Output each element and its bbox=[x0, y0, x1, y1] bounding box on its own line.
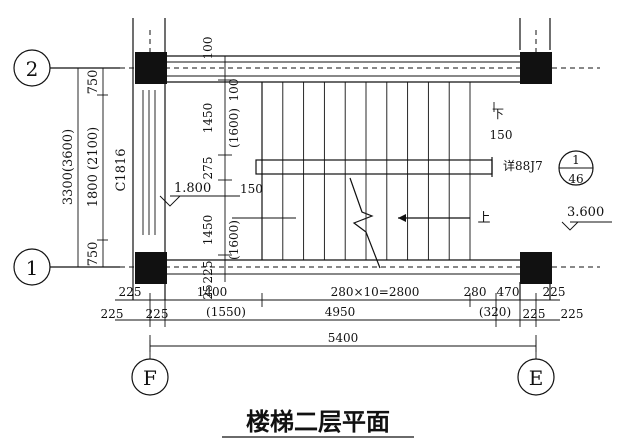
column-bottom-right bbox=[520, 252, 552, 284]
dim-landing-100: 100 bbox=[227, 79, 241, 102]
dim-run-lower-paren: (1600) bbox=[227, 220, 241, 260]
dim-b1-225-right: 225 bbox=[543, 285, 566, 299]
level-landing-value: 1.800 bbox=[174, 181, 211, 196]
dim-b2-225-c: 225 bbox=[523, 307, 546, 321]
dim-run-upper-paren: (1600) bbox=[227, 108, 241, 148]
dim-bottom-225: 225 bbox=[201, 261, 215, 284]
up-label: 上 bbox=[477, 211, 490, 226]
dim-b1-470: 470 bbox=[497, 285, 520, 299]
detail-ref-top: 1 bbox=[572, 153, 580, 167]
dim-b2-320: (320) bbox=[479, 305, 511, 319]
axis-1: 1 bbox=[13, 248, 51, 286]
dim-b2-225-d: 225 bbox=[561, 307, 584, 321]
handrail bbox=[255, 159, 493, 175]
detail-ref-bottom: 46 bbox=[568, 172, 583, 186]
axis-2-label: 2 bbox=[26, 57, 39, 81]
stair-treads bbox=[261, 82, 471, 260]
down-label: 下 bbox=[492, 107, 504, 121]
axis-e: E bbox=[517, 358, 555, 396]
detail-label: 详88J7 bbox=[503, 158, 543, 173]
dim-overall-5400: 5400 bbox=[328, 331, 359, 345]
gap-150-label: 150 bbox=[490, 128, 513, 142]
dim-b1-2800: 280×10=2800 bbox=[331, 285, 420, 299]
dim-b2-4950: 4950 bbox=[325, 305, 356, 319]
dim-overall-left: 3300(3600) bbox=[61, 129, 76, 205]
axis-e-label: E bbox=[529, 366, 544, 390]
offset-150-label: 150 bbox=[240, 182, 263, 196]
break-line bbox=[349, 177, 381, 269]
axis-2: 2 bbox=[13, 49, 51, 87]
dim-run-lower: 1450 bbox=[201, 215, 215, 246]
axis-1-label: 1 bbox=[26, 256, 39, 280]
dim-run-upper: 1450 bbox=[201, 103, 215, 134]
column-top-left bbox=[135, 52, 167, 84]
column-top-right bbox=[520, 52, 552, 84]
dim-bottom-750: 750 bbox=[86, 242, 101, 267]
column-bottom-left bbox=[135, 252, 167, 284]
level-landing: 1.800 bbox=[159, 181, 240, 207]
dim-top-100: 100 bbox=[201, 37, 215, 60]
detail-ref-symbol: 1 46 bbox=[558, 150, 594, 186]
window-label: C1816 bbox=[114, 148, 129, 191]
dim-b1-280: 280 bbox=[464, 285, 487, 299]
dim-b1-225-left: 225 bbox=[119, 285, 142, 299]
top-wall bbox=[165, 55, 520, 83]
level-floor-value: 3.600 bbox=[567, 205, 604, 220]
dim-b2-225-a: 225 bbox=[101, 307, 124, 321]
dim-middle-left: 1800 (2100) bbox=[86, 127, 101, 207]
dim-b2-225-b: 225 bbox=[146, 307, 169, 321]
dim-landing-275: 275 bbox=[201, 157, 215, 180]
axis-f-label: F bbox=[143, 366, 157, 390]
dim-b2-1550: (1550) bbox=[206, 305, 246, 319]
level-floor: 3.600 bbox=[561, 205, 612, 231]
drawing-title: 楼梯二层平面 bbox=[246, 408, 390, 436]
bottom-wall bbox=[165, 259, 520, 275]
dim-bottom-25: 25 bbox=[201, 284, 215, 299]
axis-f: F bbox=[131, 358, 169, 396]
dim-top-750: 750 bbox=[86, 70, 101, 95]
dim-b1-1400: 1400 bbox=[197, 285, 228, 299]
